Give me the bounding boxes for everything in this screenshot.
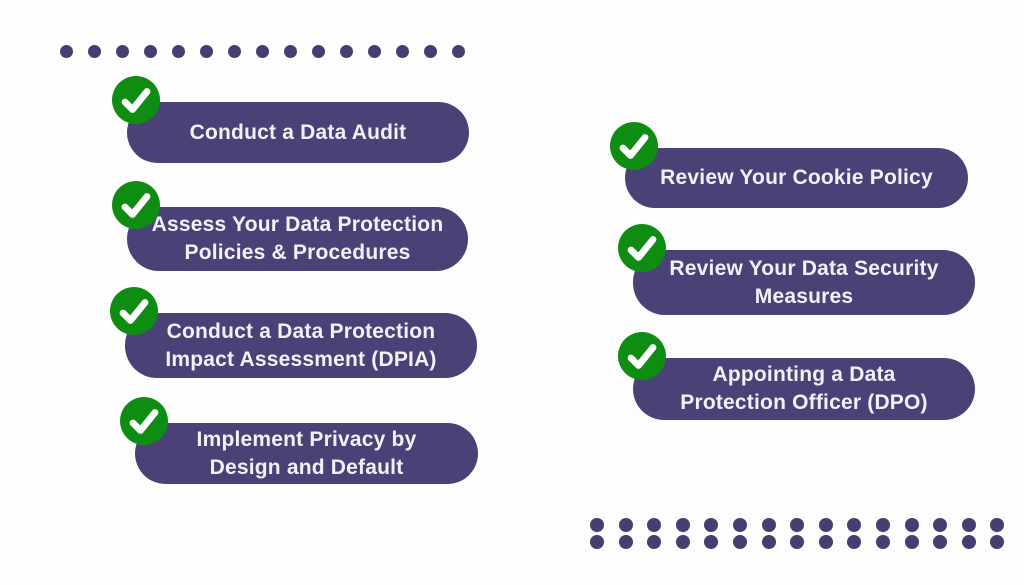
ornament-dot — [761, 535, 776, 549]
checklist-item: Review Your Cookie Policy — [610, 122, 968, 208]
ornament-dot — [990, 535, 1005, 549]
checkmark-icon — [120, 397, 168, 445]
checkmark-icon — [112, 76, 160, 124]
ornament-dot — [284, 45, 297, 58]
ornament-dot — [847, 535, 862, 549]
ornament-dot — [675, 518, 690, 532]
checkmark-icon — [112, 181, 160, 229]
bottom-dots-ornament — [590, 518, 1005, 549]
ornament-dot — [452, 45, 465, 58]
task-label-line: Protection Officer (DPO) — [680, 391, 928, 414]
ornament-dot — [933, 518, 948, 532]
task-label-line: Appointing a Data — [712, 363, 896, 386]
checkmark-icon — [618, 332, 666, 380]
checklist-item: Conduct a Data Audit — [112, 76, 469, 163]
ornament-dot — [732, 518, 747, 532]
task-label-line: Design and Default — [209, 455, 404, 479]
task-label-line: Conduct a Data Protection — [166, 319, 436, 343]
task-pill: Implement Privacy by Design and Default — [135, 423, 478, 484]
ornament-dot — [590, 518, 604, 532]
ornament-dot — [312, 45, 325, 58]
ornament-dot — [818, 518, 833, 532]
checkmark-icon — [618, 224, 666, 272]
ornament-dot — [933, 535, 948, 549]
ornament-dot — [424, 45, 437, 58]
ornament-dot — [704, 518, 719, 532]
ornament-dot — [790, 518, 805, 532]
checklist-item: Implement Privacy by Design and Default — [120, 397, 478, 484]
task-label-line: Policies & Procedures — [184, 241, 411, 264]
ornament-dot — [961, 518, 976, 532]
ornament-dot — [732, 535, 747, 549]
ornament-dot — [761, 518, 776, 532]
top-dots-ornament — [60, 45, 465, 58]
ornament-dot — [875, 518, 890, 532]
ornament-dot — [961, 535, 976, 549]
ornament-dot — [88, 45, 101, 58]
ornament-dot — [647, 518, 662, 532]
task-label-line: Impact Assessment (DPIA) — [165, 347, 437, 371]
ornament-dot — [144, 45, 157, 58]
ornament-dot — [990, 518, 1005, 532]
ornament-dot — [116, 45, 129, 58]
ornament-dot — [818, 535, 833, 549]
task-label-line: Conduct a Data Audit — [189, 120, 407, 144]
ornament-dot — [618, 535, 633, 549]
task-label-line: Assess Your Data Protection — [151, 213, 444, 236]
ornament-dot — [396, 45, 409, 58]
ornament-dot — [256, 45, 269, 58]
ornament-dot — [704, 535, 719, 549]
checkmark-icon — [110, 287, 158, 335]
ornament-dot — [790, 535, 805, 549]
ornament-dot — [618, 518, 633, 532]
ornament-dot — [228, 45, 241, 58]
ornament-dot — [172, 45, 185, 58]
task-label-line: Measures — [754, 284, 854, 308]
ornament-dot — [200, 45, 213, 58]
ornament-dot — [847, 518, 862, 532]
task-pill: Conduct a Data Audit — [127, 102, 469, 163]
task-label-line: Review Your Data Security — [669, 256, 939, 280]
ornament-dot — [904, 535, 919, 549]
ornament-dot — [904, 518, 919, 532]
task-label-line: Implement Privacy by — [196, 427, 417, 451]
ornament-dot — [647, 535, 662, 549]
ornament-dot — [675, 535, 690, 549]
ornament-dot — [60, 45, 73, 58]
ornament-dot — [340, 45, 353, 58]
ornament-dot — [590, 535, 604, 549]
ornament-dot — [875, 535, 890, 549]
ornament-dot — [368, 45, 381, 58]
task-pill: Review Your Cookie Policy — [625, 148, 968, 208]
task-label-line: Review Your Cookie Policy — [660, 166, 933, 189]
checkmark-icon — [610, 122, 658, 170]
